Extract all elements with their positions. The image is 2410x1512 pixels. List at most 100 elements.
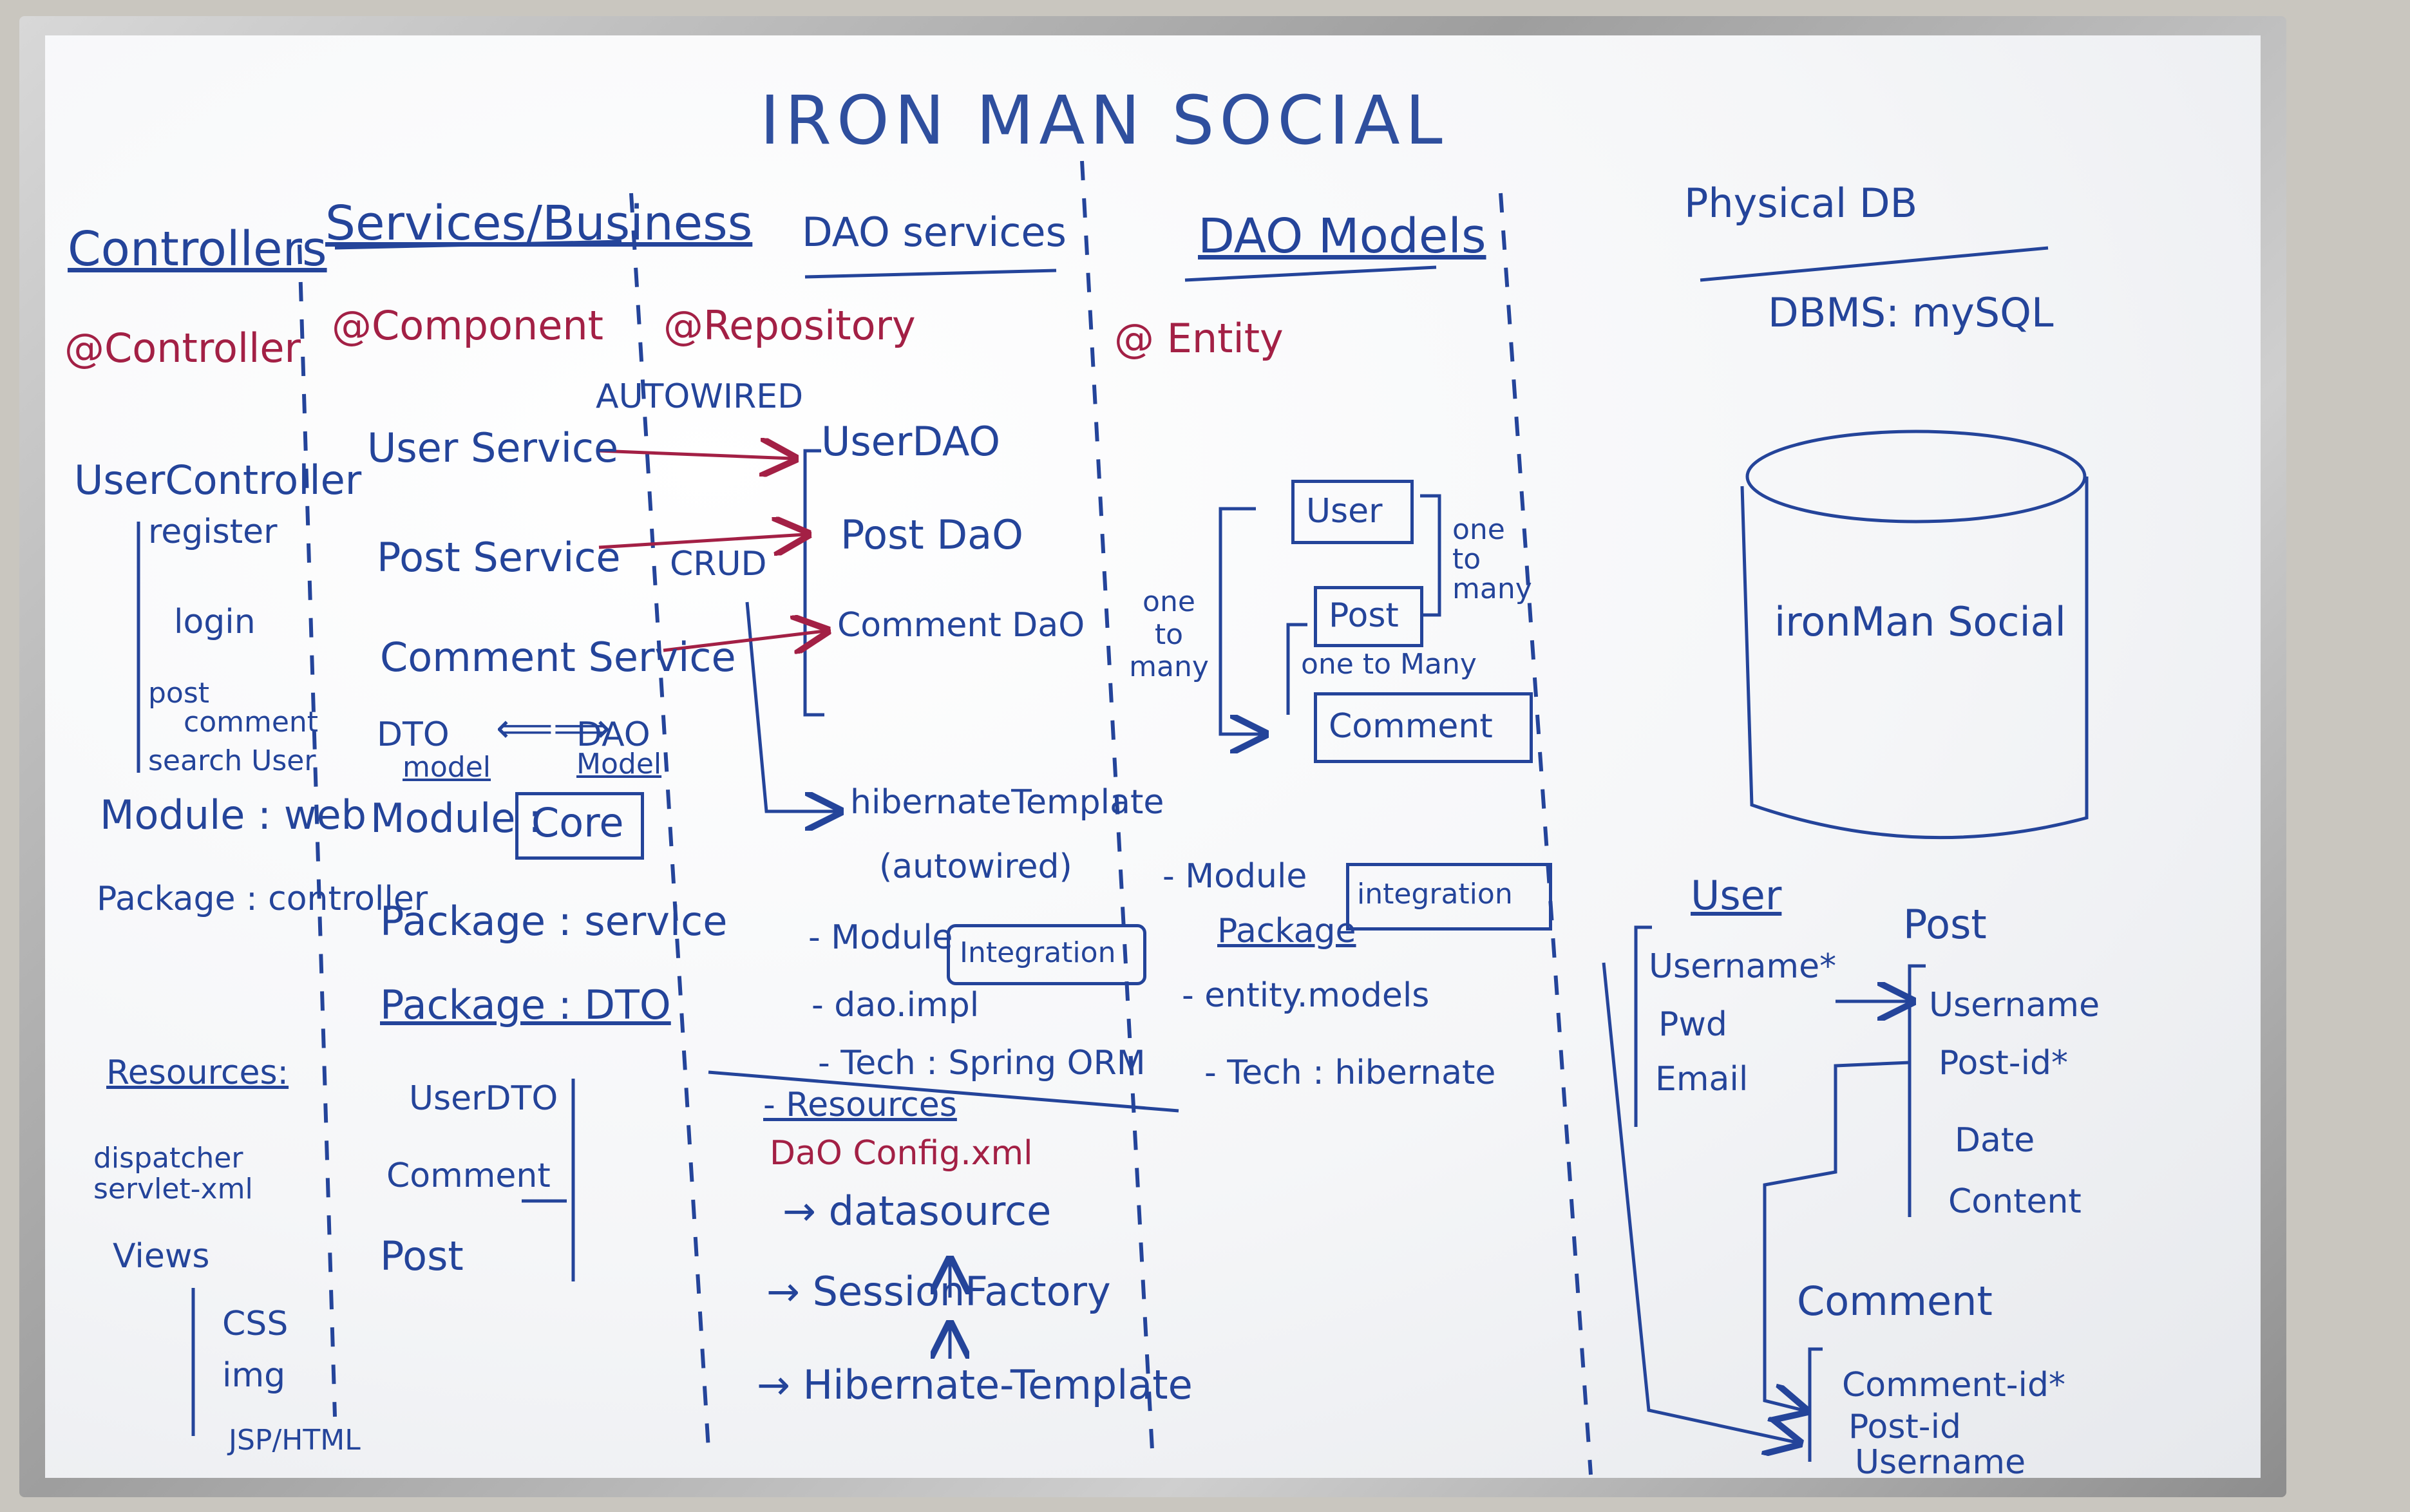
crud-arrow bbox=[598, 534, 805, 547]
column-divider bbox=[1499, 193, 1593, 1475]
user-controller: UserController bbox=[74, 457, 362, 504]
physical-db-header: Physical DB bbox=[1684, 180, 1918, 227]
board-title: IRON MAN SOCIAL bbox=[760, 81, 1448, 160]
method-search-user: search User bbox=[148, 744, 316, 777]
header-underline bbox=[1700, 246, 2049, 282]
post-table-bracket bbox=[1908, 964, 1926, 1217]
views-label: Views bbox=[113, 1237, 210, 1276]
dto-label: DTO bbox=[377, 715, 450, 754]
dao-model: Model bbox=[576, 748, 662, 780]
user-field-username: Username* bbox=[1649, 947, 1837, 986]
db-name: ironMan Social bbox=[1774, 598, 2066, 645]
user-dao: UserDAO bbox=[821, 418, 1001, 465]
models-integration-box: integration bbox=[1346, 863, 1552, 931]
rel-between: one to Many bbox=[1301, 648, 1477, 681]
view-img: img bbox=[222, 1356, 286, 1395]
whiteboard bbox=[45, 35, 2261, 1478]
resources-header: Resources: bbox=[106, 1054, 289, 1092]
models-module-label: - Module bbox=[1162, 857, 1307, 896]
header-underline bbox=[804, 269, 1057, 279]
method-register: register bbox=[148, 513, 278, 551]
entity-annotation: @ Entity bbox=[1114, 315, 1284, 362]
core-box: Core bbox=[515, 792, 644, 860]
dispatcher-servlet: dispatcher servlet-xml bbox=[93, 1142, 253, 1206]
post-service: Post Service bbox=[377, 534, 621, 581]
post-dto: Post bbox=[380, 1233, 464, 1280]
models-package-label: Package bbox=[1217, 912, 1356, 950]
user-service: User Service bbox=[367, 424, 619, 471]
table-comment: Comment bbox=[1797, 1278, 1993, 1325]
post-field-username: Username bbox=[1929, 986, 2100, 1025]
post-dao: Post DaO bbox=[840, 511, 1023, 558]
comment-field-comment-id: Comment-id* bbox=[1842, 1366, 2065, 1404]
comment-service: Comment Service bbox=[380, 634, 736, 681]
user-field-email: Email bbox=[1655, 1060, 1749, 1099]
entity-bracket bbox=[1219, 507, 1262, 734]
crud-label: CRUD bbox=[670, 545, 767, 583]
repository-annotation: @Repository bbox=[663, 302, 916, 349]
models-package: - entity.models bbox=[1182, 976, 1430, 1015]
services-header: Services/Business bbox=[325, 196, 753, 251]
section-underline bbox=[708, 1070, 1179, 1113]
package-dto: Package : DTO bbox=[380, 981, 671, 1028]
db-fk-user-comment bbox=[1602, 962, 1797, 1442]
controller-module: Module : web bbox=[100, 791, 366, 838]
entity-user-box: User bbox=[1291, 480, 1414, 544]
controller-package: Package : controller bbox=[97, 880, 428, 918]
controller-annotation: @Controller bbox=[64, 325, 301, 372]
dao-label: DAO bbox=[576, 715, 650, 754]
integration-box: Integration bbox=[947, 924, 1146, 985]
dao-package: - dao.impl bbox=[811, 986, 980, 1025]
entity-user: User bbox=[1306, 492, 1383, 531]
table-post: Post bbox=[1903, 901, 1987, 948]
dao-module-label: - Module bbox=[808, 918, 953, 957]
controllers-header: Controllers bbox=[68, 222, 327, 277]
entity-comment-box: Comment bbox=[1314, 692, 1533, 763]
datasource-label: datasource bbox=[828, 1187, 1052, 1234]
models-integration-label: integration bbox=[1357, 878, 1513, 911]
hibernate-autowired: (autowired) bbox=[879, 847, 1072, 886]
db-fk-post-comment bbox=[1763, 1061, 1910, 1410]
session-factory-label: SessionFactory bbox=[812, 1268, 1111, 1315]
column-divider bbox=[298, 244, 337, 1417]
method-login: login bbox=[174, 603, 256, 641]
config-datasource: → datasource bbox=[783, 1187, 1052, 1234]
component-annotation: @Component bbox=[332, 302, 603, 349]
hibernate-arrow bbox=[745, 601, 837, 811]
view-jsp-html: JSP/HTML bbox=[229, 1424, 361, 1457]
autowired-label: AUTOWIRED bbox=[596, 377, 804, 416]
config-session-factory: → SessionFactory bbox=[766, 1268, 1111, 1315]
hibernate-template: hibernateTemplate bbox=[850, 783, 1164, 822]
comment-field-username: Username bbox=[1855, 1443, 2026, 1482]
post-field-post-id: Post-id* bbox=[1939, 1044, 2069, 1082]
comment-field-post-id: Post-id bbox=[1848, 1408, 1962, 1446]
integration-label: Integration bbox=[960, 936, 1116, 969]
rel-one-to-many-right: one to many bbox=[1452, 513, 1532, 606]
comment-arrow bbox=[663, 631, 824, 650]
db-cylinder-top bbox=[1745, 430, 2087, 524]
comment-table-bracket bbox=[1808, 1347, 1823, 1462]
dao-config: DaO Config.xml bbox=[770, 1134, 1033, 1173]
entity-comment: Comment bbox=[1329, 707, 1493, 746]
dao-tech: - Tech : Spring ORM bbox=[818, 1044, 1146, 1082]
view-css: CSS bbox=[222, 1305, 289, 1343]
entity-post: Post bbox=[1329, 596, 1399, 635]
method-post: post bbox=[148, 677, 210, 710]
entity-post-box: Post bbox=[1314, 586, 1423, 647]
header-underline bbox=[1184, 265, 1437, 282]
dto-model: model bbox=[403, 751, 491, 784]
rel-one-to-many-left: one to many bbox=[1129, 585, 1209, 684]
table-user: User bbox=[1691, 872, 1782, 919]
comment-dto: Comment bbox=[386, 1157, 551, 1195]
method-comment: comment bbox=[184, 706, 319, 739]
header-underline bbox=[334, 240, 622, 250]
dao-bracket bbox=[803, 449, 824, 717]
models-tech: - Tech : hibernate bbox=[1204, 1054, 1496, 1092]
user-dto: UserDTO bbox=[409, 1079, 558, 1118]
post-field-content: Content bbox=[1948, 1182, 2082, 1221]
services-package: Package : service bbox=[380, 898, 728, 945]
user-table-bracket bbox=[1634, 925, 1652, 1127]
db-cylinder-body bbox=[1740, 477, 2089, 840]
column-divider bbox=[1080, 160, 1155, 1462]
core-label: Core bbox=[531, 799, 624, 846]
